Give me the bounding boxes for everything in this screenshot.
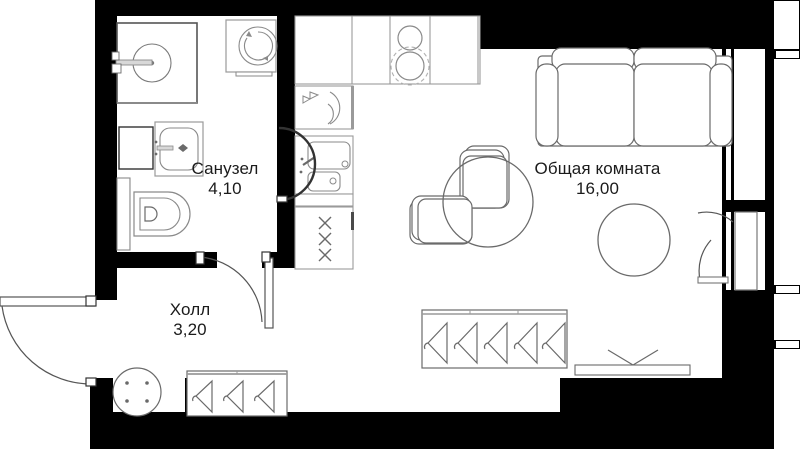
stove-unit-icon <box>294 135 354 207</box>
armchair-left-icon <box>409 195 473 245</box>
round-pouf-icon <box>597 203 671 277</box>
balcony-door <box>697 211 758 291</box>
toilet-icon <box>116 177 191 251</box>
room-name-sanuzel: Санузел <box>191 159 259 178</box>
room-name-obshaya-komnata: Общая комната <box>534 159 661 178</box>
hall-round-table-icon <box>112 367 185 417</box>
window-bottom-right <box>774 339 800 350</box>
windows-layer <box>772 0 800 449</box>
hall-furniture <box>112 367 288 417</box>
room-area-holl: 3,20 <box>173 320 207 340</box>
washing-machine-icon <box>225 19 278 77</box>
room-label-sanuzel: Санузел 4,10 <box>150 159 300 199</box>
kitchen-sink-icon <box>294 85 354 130</box>
wardrobe-living-icon <box>421 309 568 369</box>
hall-door <box>261 251 274 329</box>
bathroom-fixtures <box>111 19 278 251</box>
window-top-right <box>772 0 800 60</box>
armchair-upper-icon <box>459 145 510 209</box>
bathroom-inner-leaf <box>276 126 317 203</box>
cooktop-icon <box>390 25 430 86</box>
room-area-obshaya-komnata: 16,00 <box>575 179 620 199</box>
radiator-icon <box>574 349 691 376</box>
shower-tray-icon <box>111 22 198 104</box>
room-name-holl: Холл <box>169 300 211 319</box>
entry-door <box>0 295 97 387</box>
room-label-holl: Холл 3,20 <box>130 300 250 340</box>
room-area-sanuzel: 4,10 <box>208 179 242 199</box>
wardrobe-hall-icon <box>186 370 288 417</box>
sink-icon <box>154 121 204 177</box>
tall-cabinet-icon <box>294 206 354 270</box>
doors-layer <box>0 126 758 387</box>
kitchen-fixtures <box>294 15 481 270</box>
sofa-icon <box>535 47 733 147</box>
window-mid-right <box>774 284 800 295</box>
living-room-furniture <box>409 47 733 376</box>
room-label-obshaya-komnata: Общая комната 16,00 <box>505 159 690 199</box>
kitchen-counter-top <box>294 15 481 85</box>
mirror-cabinet-icon <box>118 126 154 170</box>
round-table-icon <box>442 156 534 248</box>
bathroom-door <box>195 251 263 323</box>
